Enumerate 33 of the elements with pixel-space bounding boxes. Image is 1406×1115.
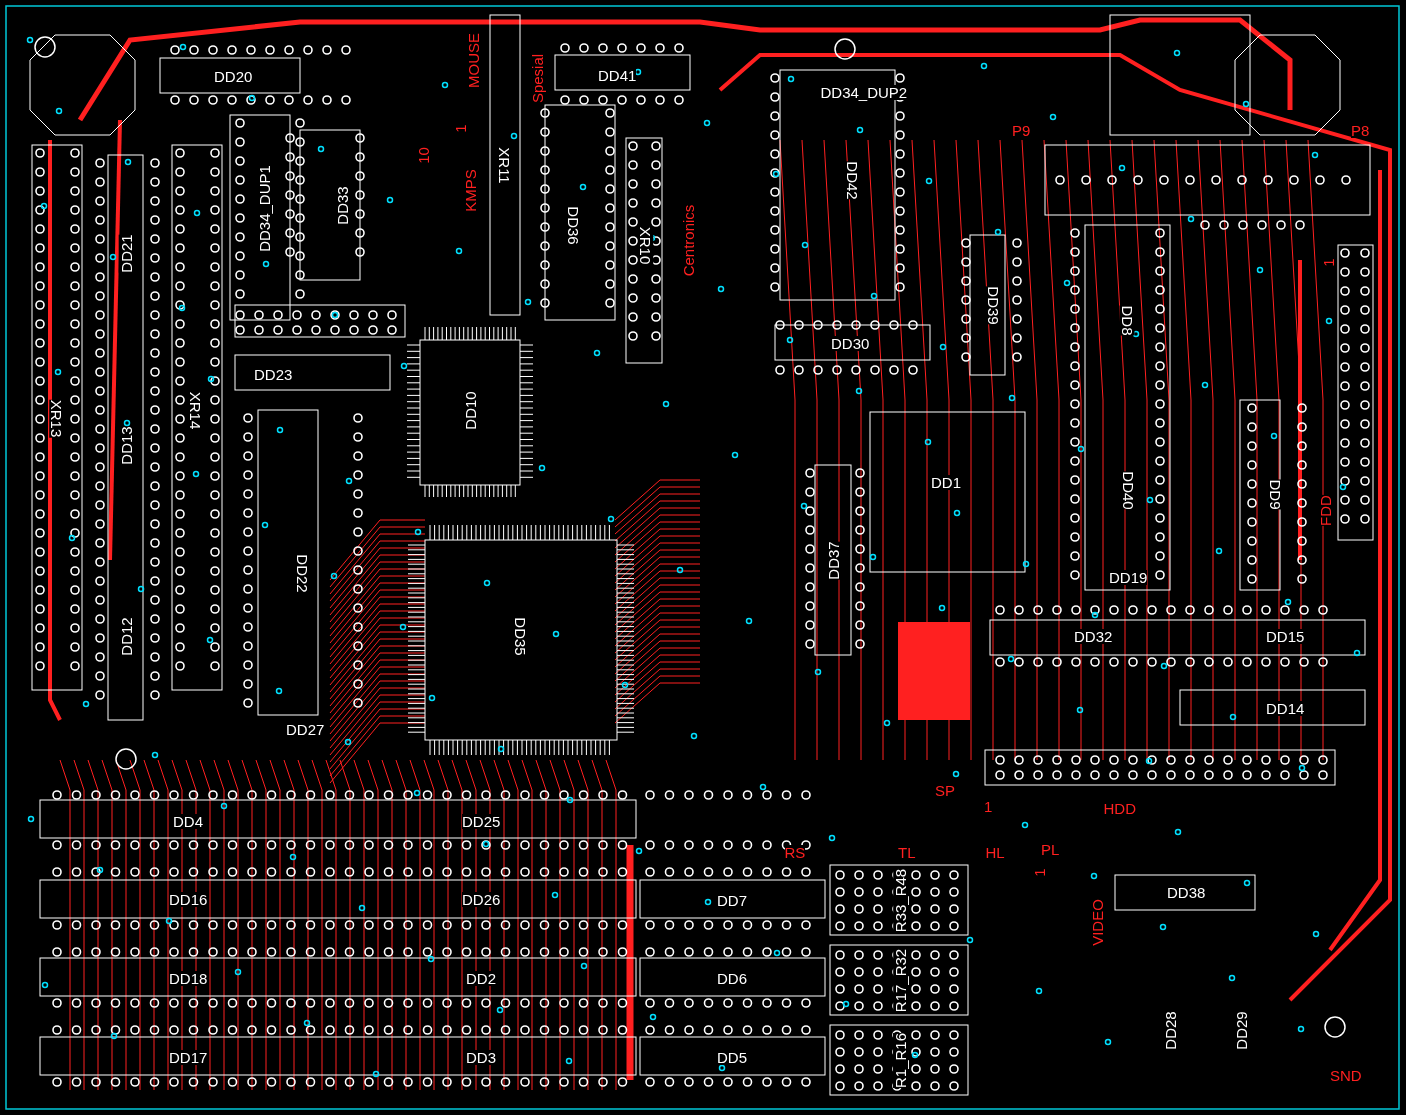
component-designator: DD4: [173, 813, 203, 829]
component-designator: R33_R48: [892, 868, 908, 932]
silkscreen-label: Spesial: [529, 53, 545, 103]
silkscreen-label: Centronics: [681, 204, 697, 276]
component-designator: XR11: [496, 146, 512, 184]
component-designator: DD2: [466, 970, 496, 986]
component-designator: R1_R16: [892, 1032, 908, 1088]
component-designator: DD25: [462, 813, 501, 829]
component-designator: DD14: [1266, 700, 1305, 716]
component-designator: DD21: [118, 233, 134, 273]
component-designator: DD18: [169, 970, 208, 986]
component-designator: DD32: [1074, 628, 1113, 644]
component-designator: DD39: [985, 285, 1001, 325]
component-designator: DD22: [294, 553, 310, 593]
component-designator: DD17: [169, 1049, 208, 1065]
component-designator: DD40: [1120, 470, 1136, 510]
component-designator: DD3: [466, 1049, 496, 1065]
component-designator: DD35: [512, 616, 528, 656]
component-designator: R17_R32: [892, 948, 908, 1012]
component-designator: DD8: [1119, 305, 1135, 335]
component-designator: DD42: [844, 160, 860, 200]
component-designator: DD36: [565, 205, 581, 245]
component-designator: DD41: [598, 67, 637, 83]
component-designator: DD15: [1266, 628, 1305, 644]
component-designator: DD9: [1267, 479, 1283, 509]
component-designator: DD34_DUP2: [820, 84, 908, 100]
silkscreen-label: RS: [784, 844, 806, 860]
component-designator: DD16: [169, 891, 208, 907]
component-designator: DD1: [931, 474, 961, 490]
component-designator: DD26: [462, 891, 501, 907]
component-designator: XR10: [638, 226, 654, 264]
component-designator: DD30: [831, 335, 870, 351]
component-designator: DD19: [1109, 569, 1148, 585]
